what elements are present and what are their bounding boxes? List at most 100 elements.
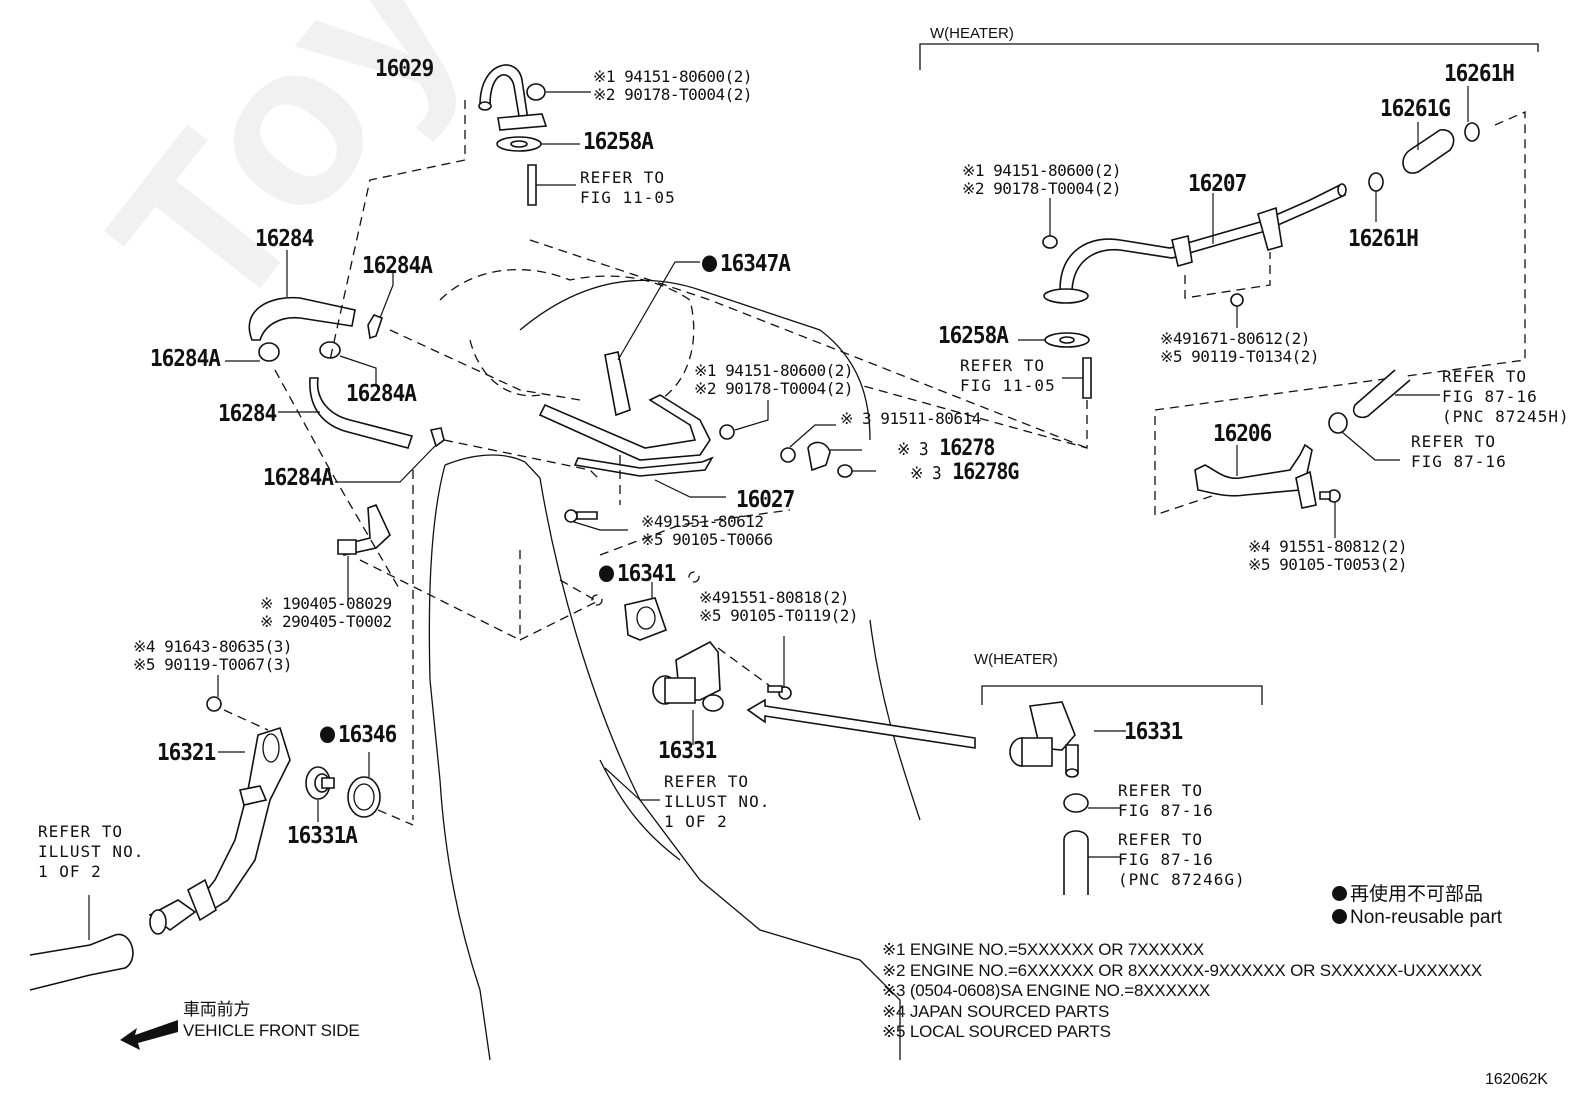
hose-16284-top [249, 250, 355, 340]
fastener-label-bolt-16206[interactable]: ※4 91551-80812(2) ※5 90105-T0053(2) [1248, 537, 1408, 574]
part-label-16258A-top[interactable]: 16258A [583, 128, 654, 155]
water-inlet-16331-heater [1010, 702, 1126, 777]
footnote-2: ※2 ENGINE NO.=6XXXXXX OR 8XXXXXX-9XXXXXX… [882, 960, 1483, 980]
reference-fig-11-05-top[interactable]: REFER TO FIG 11-05 [580, 168, 676, 207]
thermostat-16331A [306, 767, 334, 822]
water-inlet-16331 [653, 642, 723, 745]
part-label-16206[interactable]: 16206 [1213, 420, 1272, 447]
part-label-16284A-b[interactable]: 16284A [346, 380, 417, 407]
clamp-16284A-a [225, 343, 279, 361]
part-label-16321[interactable]: 16321 [157, 739, 216, 766]
clamp-16261H-top [1465, 86, 1479, 141]
part-label-16261H-mid[interactable]: 16261H [1348, 225, 1419, 252]
legend-line-en: Non-reusable part [1332, 906, 1502, 929]
heater-group-label-bottom: W(HEATER) [974, 651, 1058, 668]
reference-fig-87-16-hose[interactable]: REFER TO FIG 87-16 (PNC 87245H) [1442, 367, 1570, 426]
gasket-16346 [348, 752, 380, 817]
legend-line-jp: 再使用不可部品 [1332, 883, 1502, 906]
non-reusable-marker [1332, 886, 1347, 901]
clamp-16261H-mid [1369, 173, 1383, 222]
bolt-16331 [718, 636, 791, 699]
fastener-label-bolt-16278[interactable]: ※ 3 91511-80614 [840, 409, 981, 428]
part-label-16207[interactable]: 16207 [1188, 170, 1247, 197]
fastener-label-bolt-16321[interactable]: ※4 91643-80635(3) ※5 90119-T0067(3) [133, 637, 293, 674]
hose-fig8716 [1354, 370, 1440, 417]
part-label-16278G[interactable]: ※ 3 16278G [910, 458, 1019, 485]
part-label-16284A-d[interactable]: 16284A [263, 464, 334, 491]
part-label-16331A[interactable]: 16331A [287, 822, 358, 849]
flange-16278 [808, 442, 862, 470]
fastener-label-nut-mid[interactable]: ※1 94151-80600(2) ※2 90178-T0004(2) [694, 361, 854, 398]
part-label-16347A[interactable]: 16347A [702, 250, 791, 276]
hose-lower-left [30, 895, 133, 990]
non-reusable-marker [320, 726, 335, 743]
legend-non-reusable: 再使用不可部品 Non-reusable part [1332, 883, 1502, 929]
pipe-16027 [540, 395, 726, 505]
part-label-16278[interactable]: ※ 3 16278 [897, 434, 995, 461]
gasket-16258A-right [1018, 333, 1089, 347]
fastener-label-nut-right[interactable]: ※1 94151-80600(2) ※2 90178-T0004(2) [962, 161, 1122, 198]
heater-group-label-top: W(HEATER) [930, 25, 1014, 42]
bolt-16321 [207, 675, 268, 730]
part-label-16029[interactable]: 16029 [375, 55, 434, 82]
part-label-16284A-c[interactable]: 16284A [362, 252, 433, 279]
reference-illust-center[interactable]: REFER TO ILLUST NO. 1 OF 2 [664, 772, 771, 831]
part-label-16284-top[interactable]: 16284 [255, 225, 314, 252]
nut-16207 [1043, 198, 1057, 248]
part-label-16284-mid[interactable]: 16284 [218, 400, 277, 427]
pipe-16206 [1195, 445, 1316, 508]
clamp-heater [1064, 794, 1120, 812]
hose-16284-mid [278, 378, 412, 448]
stud-right [860, 358, 1091, 448]
reference-fig-87-16-heater-clamp[interactable]: REFER TO FIG 87-16 [1118, 781, 1214, 820]
part-label-16261H-top[interactable]: 16261H [1444, 60, 1515, 87]
fastener-label-bolt-16331[interactable]: ※491551-80818(2) ※5 90105-T0119(2) [699, 588, 859, 625]
footnote-4: ※4 JAPAN SOURCED PARTS [882, 1001, 1110, 1021]
pipe-16207 [1044, 184, 1346, 303]
reference-fig-87-16-clamp[interactable]: REFER TO FIG 87-16 [1411, 432, 1507, 471]
part-label-16027[interactable]: 16027 [736, 486, 795, 513]
leader-illust-center [605, 768, 660, 800]
clamp-16284A-c [368, 272, 393, 338]
footnote-5: ※5 LOCAL SOURCED PARTS [882, 1022, 1111, 1041]
bolt-16027 [565, 510, 628, 530]
part-label-16261G[interactable]: 16261G [1380, 95, 1451, 122]
engine-block-outline [429, 270, 920, 1060]
bolt-16206 [1320, 490, 1340, 538]
non-reusable-marker [702, 255, 717, 272]
bolt-16207 [1231, 294, 1243, 328]
water-outlet-16321 [150, 728, 290, 934]
part-label-16331-main[interactable]: 16331 [658, 737, 717, 764]
part-label-16284A-a[interactable]: 16284A [150, 345, 221, 372]
fastener-label-plug-left[interactable]: ※ 190405-08029 ※ 290405-T0002 [260, 594, 392, 631]
gasket-16341 [625, 582, 666, 640]
heater-group-bracket-bottom [982, 686, 1262, 705]
reference-fig-87-16-heater-hose[interactable]: REFER TO FIG 87-16 (PNC 87246G) [1118, 830, 1246, 889]
nut-16027 [720, 400, 768, 439]
reference-illust-left[interactable]: REFER TO ILLUST NO. 1 OF 2 [38, 822, 145, 881]
fastener-label-bolt-16027[interactable]: ※491551-80612 ※5 90105-T0066 [641, 512, 773, 549]
reference-fig-11-05-right[interactable]: REFER TO FIG 11-05 [960, 356, 1056, 395]
nut-top [527, 84, 591, 100]
bypass-pipe [338, 505, 390, 600]
non-reusable-marker [1332, 909, 1347, 924]
part-label-16341[interactable]: 16341 [599, 560, 676, 586]
heater-group-bracket-top [920, 44, 1538, 70]
gasket-16278G [838, 465, 876, 477]
vehicle-front-direction: 車両前方 VEHICLE FRONT SIDE [183, 1000, 360, 1040]
hose-16261G [1403, 122, 1454, 173]
direction-arrow-heater [748, 700, 975, 748]
footnote-3: ※3 (0504-0608)SA ENGINE NO.=8XXXXXX [882, 981, 1211, 1000]
bolt-91511-80614 [781, 425, 836, 462]
non-reusable-marker [599, 565, 614, 582]
fastener-label-bolt-16207[interactable]: ※491671-80612(2) ※5 90119-T0134(2) [1160, 329, 1320, 366]
part-label-16258A-right[interactable]: 16258A [938, 322, 1009, 349]
hose-heater [1064, 831, 1120, 895]
stud-top [528, 165, 576, 205]
part-label-16331-heater[interactable]: 16331 [1124, 718, 1183, 745]
fastener-label-nut-top[interactable]: ※1 94151-80600(2) ※2 90178-T0004(2) [593, 67, 753, 104]
clamp-fig8716 [1329, 413, 1400, 460]
part-label-16346[interactable]: 16346 [320, 721, 397, 747]
